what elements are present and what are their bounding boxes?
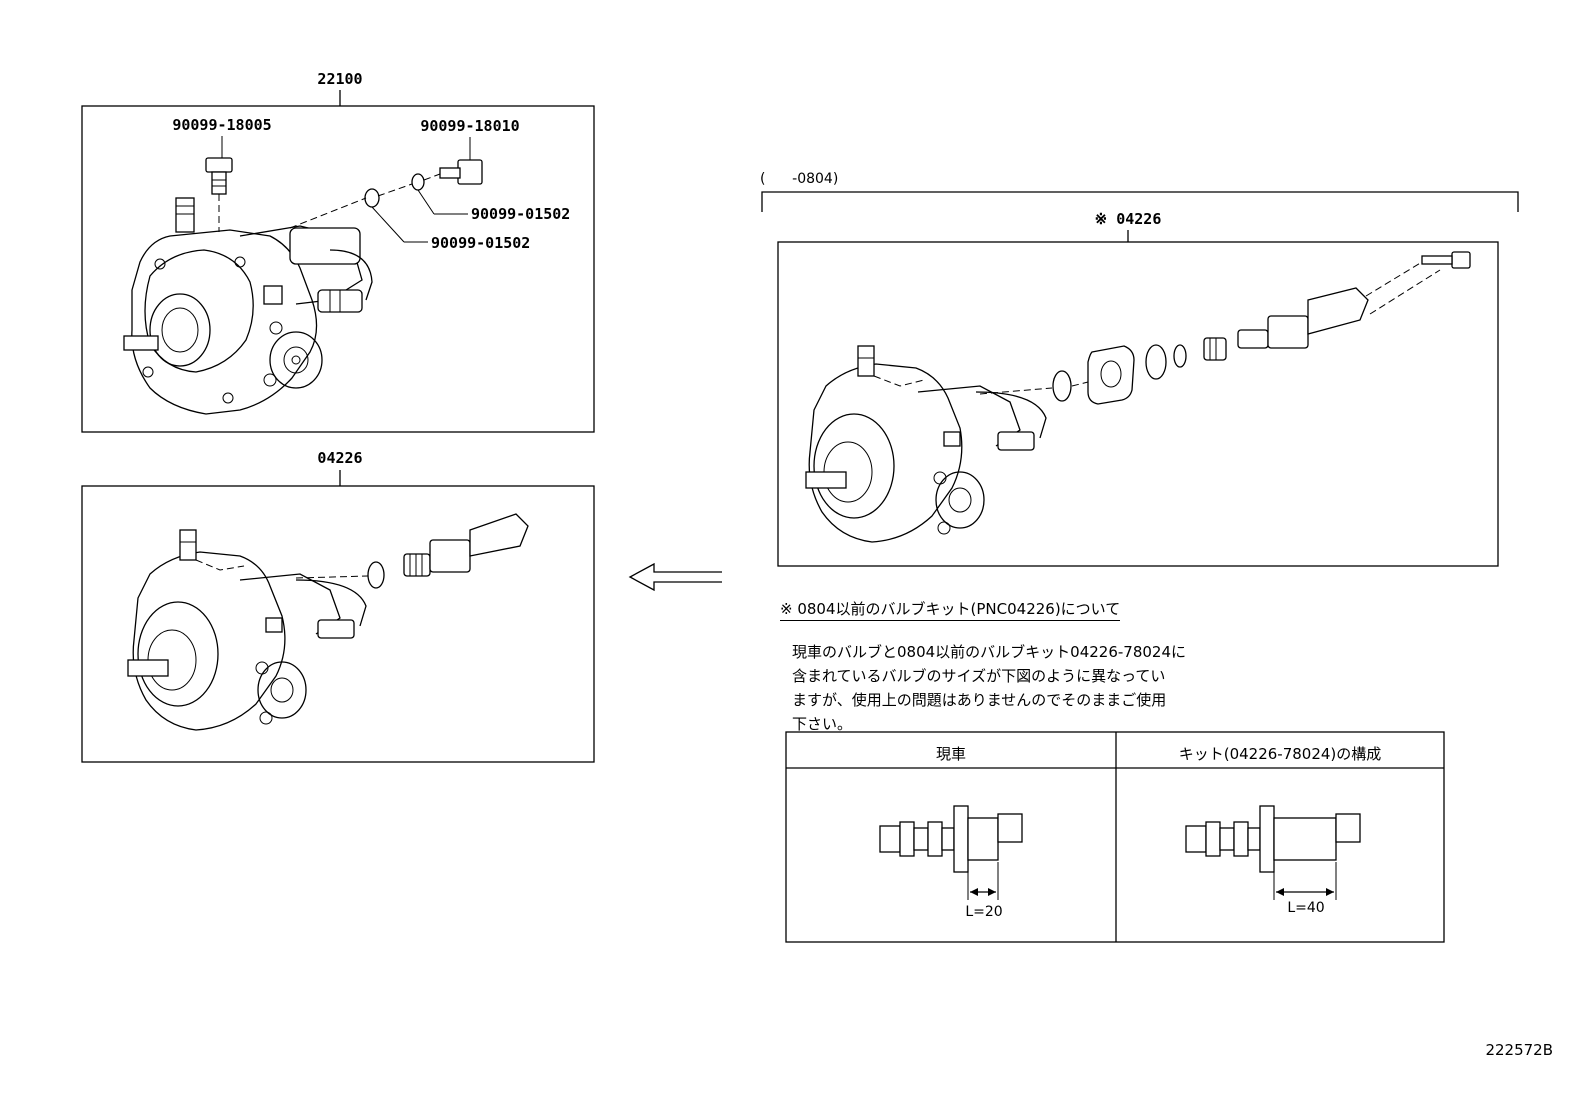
part-number-22100: 22100 [317,70,362,88]
valve-diagram-current [879,805,1023,900]
range-label: ( -0804) [760,171,838,187]
part-number-kit-04226: ※ 04226 [1095,210,1162,228]
injection-pump-illustration-lower [127,513,529,731]
kit-panel-frame [777,241,1499,567]
main-assembly-frame [81,105,595,433]
dimension-current: L=20 [965,904,1002,920]
arrow-left [628,562,722,592]
callout-90099-18010: 90099-18010 [420,117,519,135]
range-bracket [761,191,1519,212]
dimension-kit: L=40 [1287,900,1324,916]
note-line: 含まれているバルブのサイズが下図のように異なってい [792,667,1166,685]
note-title: ※ 0804以前のバルブキット(PNC04226)について [780,598,1121,621]
callout-90099-18005: 90099-18005 [172,116,271,134]
table-header-current: 現車 [935,745,966,763]
callout-90099-01502-outer: 90099-01502 [471,205,570,223]
lower-assembly-frame [81,485,595,763]
injection-pump-illustration-main [123,157,483,415]
injection-pump-illustration-kit [805,251,1471,543]
part-number-04226-lower: 04226 [317,449,362,467]
valve-diagram-kit [1185,805,1361,900]
note-line: 現車のバルブと0804以前のバルブキット04226-78024に [792,643,1187,661]
table-header-kit: キット(04226-78024)の構成 [1178,745,1382,763]
figure-code: 222572B [1485,1041,1553,1059]
note-line: 下さい。 [792,715,853,733]
comparison-table-frame [785,731,1445,943]
note-body: 現車のバルブと0804以前のバルブキット04226-78024に 含まれているバ… [792,640,1242,736]
note-line: ますが、使用上の問題はありませんのでそのままご使用 [792,691,1167,709]
callout-90099-01502-inner: 90099-01502 [431,234,530,252]
